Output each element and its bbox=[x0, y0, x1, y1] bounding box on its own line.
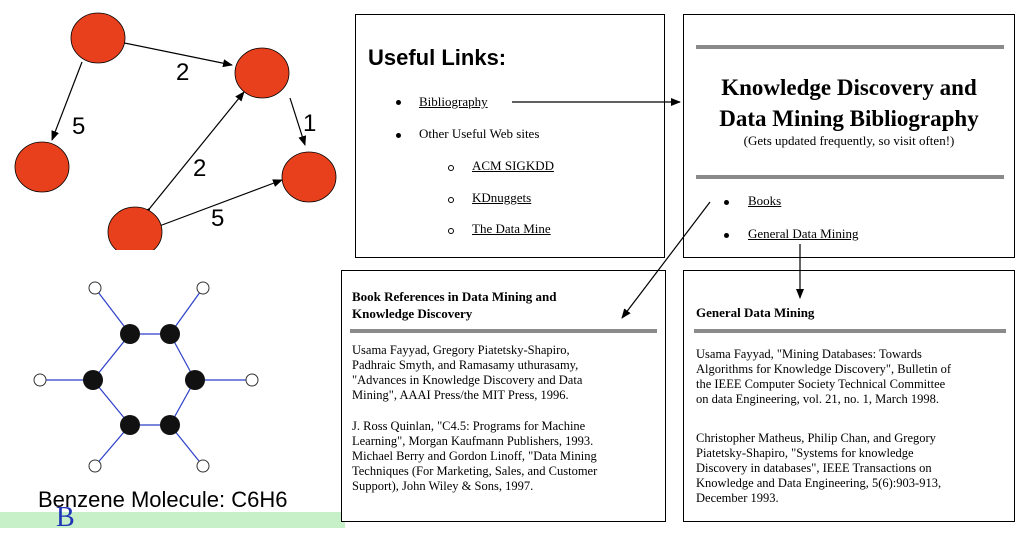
hydrogen-atom bbox=[196, 281, 210, 295]
other-sites-label: Other Useful Web sites bbox=[419, 126, 540, 141]
hydrogen-atom bbox=[196, 459, 210, 473]
kdd-bibliography-box: Knowledge Discovery and Data Mining Bibl… bbox=[683, 14, 1015, 258]
link-general-data-mining[interactable]: General Data Mining bbox=[748, 226, 859, 241]
graph-node bbox=[107, 206, 163, 250]
useful-links-title: Useful Links: bbox=[368, 45, 507, 70]
kdd-title-line2: Data Mining Bibliography bbox=[719, 106, 979, 131]
graph-node bbox=[234, 47, 290, 99]
book-refs-para1: Usama Fayyad, Gregory Piatetsky-Shapiro,… bbox=[352, 343, 662, 403]
link-the-data-mine[interactable]: The Data Mine bbox=[472, 221, 551, 236]
ref-line: J. Ross Quinlan, "C4.5: Programs for Mac… bbox=[352, 419, 586, 433]
carbon-atom bbox=[160, 415, 180, 435]
edge-weight: 5 bbox=[211, 205, 224, 232]
bullet bbox=[396, 133, 401, 138]
edge-weight: 2 bbox=[176, 59, 189, 86]
bottom-strip bbox=[0, 512, 345, 528]
carbon-atom bbox=[160, 324, 180, 344]
book-refs-title-line2: Knowledge Discovery bbox=[352, 306, 473, 321]
graph-edge bbox=[141, 91, 245, 218]
book-references-box: Book References in Data Mining and Knowl… bbox=[341, 270, 666, 522]
link-kdnuggets[interactable]: KDnuggets bbox=[472, 190, 532, 205]
link-books[interactable]: Books bbox=[748, 193, 782, 208]
graph-node bbox=[281, 151, 337, 203]
edge-weight: 1 bbox=[303, 110, 316, 137]
hydrogen-atom bbox=[245, 373, 259, 387]
ref-line: the IEEE Computer Society Technical Comm… bbox=[696, 377, 946, 391]
bullet bbox=[448, 197, 454, 203]
link-bibliography[interactable]: Bibliography bbox=[419, 94, 488, 109]
general-dm-para1: Usama Fayyad, "Mining Databases: Towards… bbox=[696, 347, 1011, 407]
graph-node bbox=[14, 141, 70, 193]
graph-edge bbox=[289, 97, 307, 146]
hydrogen-atom bbox=[33, 373, 47, 387]
general-data-mining-box: General Data Mining Usama Fayyad, "Minin… bbox=[683, 270, 1015, 522]
bullet bbox=[396, 100, 401, 105]
divider bbox=[694, 329, 1006, 333]
ref-line: Discovery in databases", IEEE Transactio… bbox=[696, 461, 932, 475]
book-refs-title-line1: Book References in Data Mining and bbox=[352, 289, 557, 304]
ref-line: Padhraic Smyth, and Ramasamy uthurasamy, bbox=[352, 358, 579, 372]
ref-line: "Advances in Knowledge Discovery and Dat… bbox=[352, 373, 583, 387]
ref-line: Usama Fayyad, "Mining Databases: Towards bbox=[696, 347, 922, 361]
ref-line: Mining", AAAI Press/the MIT Press, 1996. bbox=[352, 388, 569, 402]
graph-edge bbox=[152, 179, 283, 232]
bullet bbox=[448, 165, 454, 171]
benzene-molecule bbox=[33, 281, 259, 473]
carbon-atom bbox=[185, 370, 205, 390]
bullet bbox=[724, 233, 729, 238]
general-dm-title: General Data Mining bbox=[696, 305, 815, 320]
ref-line: Knowledge and Data Engineering, 5(6):903… bbox=[696, 476, 942, 490]
weighted-graph: 2 5 1 2 5 bbox=[14, 12, 337, 250]
bullet bbox=[724, 200, 729, 205]
edge-weight: 2 bbox=[193, 155, 206, 182]
useful-links-box: Useful Links: Bibliography Other Useful … bbox=[355, 14, 665, 258]
ref-line: Michael Berry and Gordon Linoff, "Data M… bbox=[352, 449, 597, 463]
kdd-title-line1: Knowledge Discovery and bbox=[721, 75, 977, 100]
carbon-atom bbox=[120, 415, 140, 435]
benzene-caption: Benzene Molecule: C6H6 bbox=[38, 487, 288, 512]
ref-line: Algorithms for Knowledge Discovery", Bul… bbox=[696, 362, 952, 376]
ref-line: Usama Fayyad, Gregory Piatetsky-Shapiro, bbox=[352, 343, 570, 357]
general-dm-para2: Christopher Matheus, Philip Chan, and Gr… bbox=[696, 431, 1011, 506]
divider bbox=[696, 175, 1004, 179]
partial-glyph: B bbox=[56, 502, 75, 533]
divider bbox=[696, 45, 1004, 49]
hydrogen-atom bbox=[88, 459, 102, 473]
ref-line: December 1993. bbox=[696, 491, 779, 505]
carbon-atom bbox=[120, 324, 140, 344]
ref-line: Piatetsky-Shapiro, "Systems for knowledg… bbox=[696, 446, 914, 460]
book-refs-para2: J. Ross Quinlan, "C4.5: Programs for Mac… bbox=[352, 419, 662, 494]
ref-line: Support), John Wiley & Sons, 1997. bbox=[352, 479, 534, 493]
ref-line: Learning", Morgan Kaufmann Publishers, 1… bbox=[352, 434, 594, 448]
edge-weight: 5 bbox=[72, 113, 85, 140]
bullet bbox=[448, 228, 454, 234]
graph-edge bbox=[51, 61, 83, 141]
carbon-atom bbox=[83, 370, 103, 390]
ref-line: Christopher Matheus, Philip Chan, and Gr… bbox=[696, 431, 936, 445]
kdd-subtitle: (Gets updated frequently, so visit often… bbox=[743, 133, 955, 148]
graph-node bbox=[70, 12, 126, 64]
ref-line: on data Engineering, vol. 21, no. 1, Mar… bbox=[696, 392, 940, 406]
divider bbox=[350, 329, 657, 333]
hydrogen-atom bbox=[88, 281, 102, 295]
ref-line: Techniques (For Marketing, Sales, and Cu… bbox=[352, 464, 598, 478]
link-acm-sigkdd[interactable]: ACM SIGKDD bbox=[472, 158, 554, 173]
